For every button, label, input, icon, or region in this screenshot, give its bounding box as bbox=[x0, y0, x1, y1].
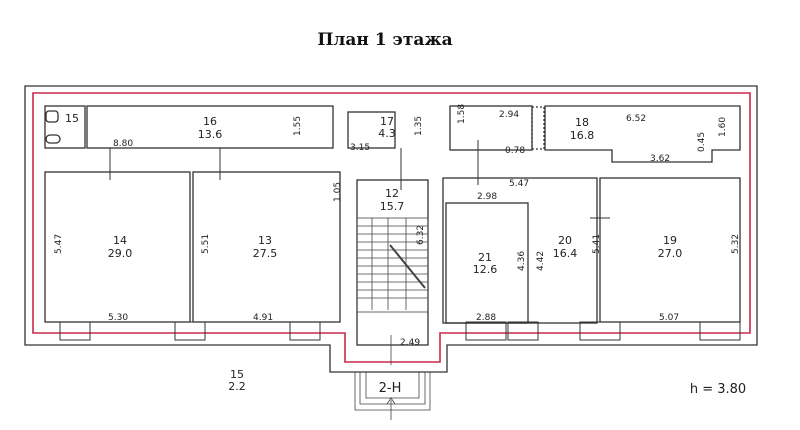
room-num: 19 bbox=[663, 234, 677, 247]
dim: 1.35 bbox=[414, 116, 424, 136]
room-num: 13 bbox=[258, 234, 272, 247]
room-area: 4.3 bbox=[378, 127, 396, 140]
room-19 bbox=[599, 177, 741, 323]
room-area: 27.5 bbox=[253, 247, 278, 260]
dim: 6.52 bbox=[626, 114, 646, 124]
dim: 5.47 bbox=[509, 179, 529, 189]
room-labels: 15 16 13.6 17 4.3 18 16.8 14 29.0 13 27.… bbox=[65, 112, 746, 397]
dim: 3.15 bbox=[350, 143, 370, 153]
dim: 1.60 bbox=[718, 117, 728, 137]
toilet-icon bbox=[45, 110, 59, 123]
room-num: 15 bbox=[65, 112, 79, 125]
room-14 bbox=[44, 171, 191, 323]
dim: 1.58 bbox=[457, 104, 467, 124]
dim: 5.30 bbox=[108, 313, 128, 323]
room-20 bbox=[442, 177, 598, 324]
dim: 1.05 bbox=[333, 182, 343, 202]
room-area: 15.7 bbox=[380, 200, 405, 213]
window-marks bbox=[59, 140, 741, 341]
room-area: 12.6 bbox=[473, 263, 498, 276]
room-18 bbox=[544, 105, 741, 163]
room-num: 15 bbox=[230, 368, 244, 381]
room-num: 21 bbox=[478, 251, 492, 264]
entrance-steps bbox=[354, 335, 431, 420]
dim: 4.91 bbox=[253, 313, 273, 323]
room-corridor-right bbox=[449, 105, 533, 151]
room-13 bbox=[192, 171, 341, 323]
dim: 2.98 bbox=[477, 192, 497, 202]
dimension-labels: 8.80 1.55 3.15 1.35 1.58 2.94 0.78 6.52 … bbox=[54, 104, 741, 348]
room-num: 20 bbox=[558, 234, 572, 247]
room-15-wc bbox=[44, 105, 86, 149]
room-16 bbox=[86, 105, 334, 149]
room-num: 12 bbox=[385, 187, 399, 200]
entrance-label: 2-H bbox=[379, 381, 402, 396]
height-note: h = 3.80 bbox=[690, 382, 746, 397]
room-num: 16 bbox=[203, 115, 217, 128]
red-boundary bbox=[32, 92, 751, 363]
staircase bbox=[356, 217, 429, 313]
dim: 2.49 bbox=[400, 338, 420, 348]
room-area: 16.8 bbox=[570, 129, 595, 142]
room-17 bbox=[347, 111, 396, 149]
sink-icon bbox=[45, 134, 61, 144]
dim: 6.32 bbox=[416, 225, 426, 245]
room-area: 2.2 bbox=[228, 380, 246, 393]
door-opening bbox=[531, 106, 545, 150]
dim: 3.62 bbox=[650, 154, 670, 164]
dim: 4.42 bbox=[536, 251, 546, 271]
room-num: 14 bbox=[113, 234, 127, 247]
dim: 5.41 bbox=[592, 234, 602, 254]
dim: 4.36 bbox=[517, 251, 527, 271]
dim: 5.51 bbox=[201, 234, 211, 254]
dim: 0.45 bbox=[697, 132, 707, 152]
dim: 5.32 bbox=[731, 234, 741, 254]
room-area: 16.4 bbox=[553, 247, 578, 260]
dim: 2.88 bbox=[476, 313, 496, 323]
dim: 2.94 bbox=[499, 110, 519, 120]
dim: 5.47 bbox=[54, 234, 64, 254]
dim: 1.55 bbox=[293, 116, 303, 136]
room-area: 29.0 bbox=[108, 247, 133, 260]
dim: 5.07 bbox=[659, 313, 679, 323]
room-area: 13.6 bbox=[198, 128, 223, 141]
dim: 8.80 bbox=[113, 139, 133, 149]
room-num: 17 bbox=[380, 115, 394, 128]
dim: 0.78 bbox=[505, 146, 525, 156]
plan-title: План 1 этажа bbox=[317, 30, 453, 50]
room-area: 27.0 bbox=[658, 247, 683, 260]
outer-wall bbox=[24, 85, 758, 373]
room-num: 18 bbox=[575, 116, 589, 129]
